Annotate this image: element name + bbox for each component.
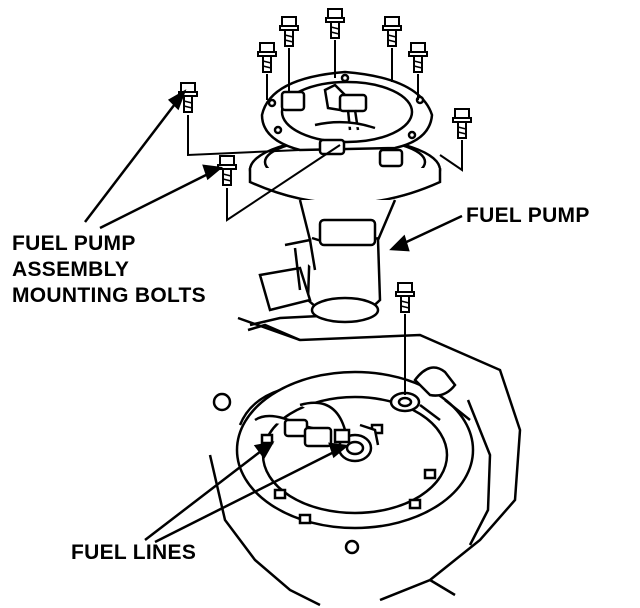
bolt-5 — [408, 42, 428, 73]
fuel-line-connectors — [254, 401, 380, 463]
bolt-1 — [279, 16, 299, 47]
tank-vent — [389, 366, 457, 421]
mounting-bolts-label-line2: ASSEMBLY — [12, 258, 130, 281]
mounting-bolts-label-line3: MOUNTING BOLTS — [12, 284, 206, 307]
leader-lines — [84, 89, 463, 544]
bolt-4 — [257, 42, 277, 73]
bolt-7 — [452, 108, 472, 139]
mounting-bolts-label-line1: FUEL PUMP — [12, 232, 136, 255]
pump-body — [258, 199, 397, 324]
mounting-bolts-label: FUEL PUMP ASSEMBLY MOUNTING BOLTS — [12, 231, 206, 309]
bolt-2 — [325, 8, 345, 39]
pump-top-fittings — [280, 83, 404, 168]
bolt-8 — [217, 155, 237, 186]
fuel-tank — [208, 314, 522, 607]
bolt-3 — [382, 16, 402, 47]
fuel-pump-label: FUEL PUMP — [466, 204, 590, 227]
bolt-tank — [395, 282, 415, 313]
bolt-guide-lines — [187, 40, 463, 395]
fuel-lines-label: FUEL LINES — [71, 541, 197, 564]
